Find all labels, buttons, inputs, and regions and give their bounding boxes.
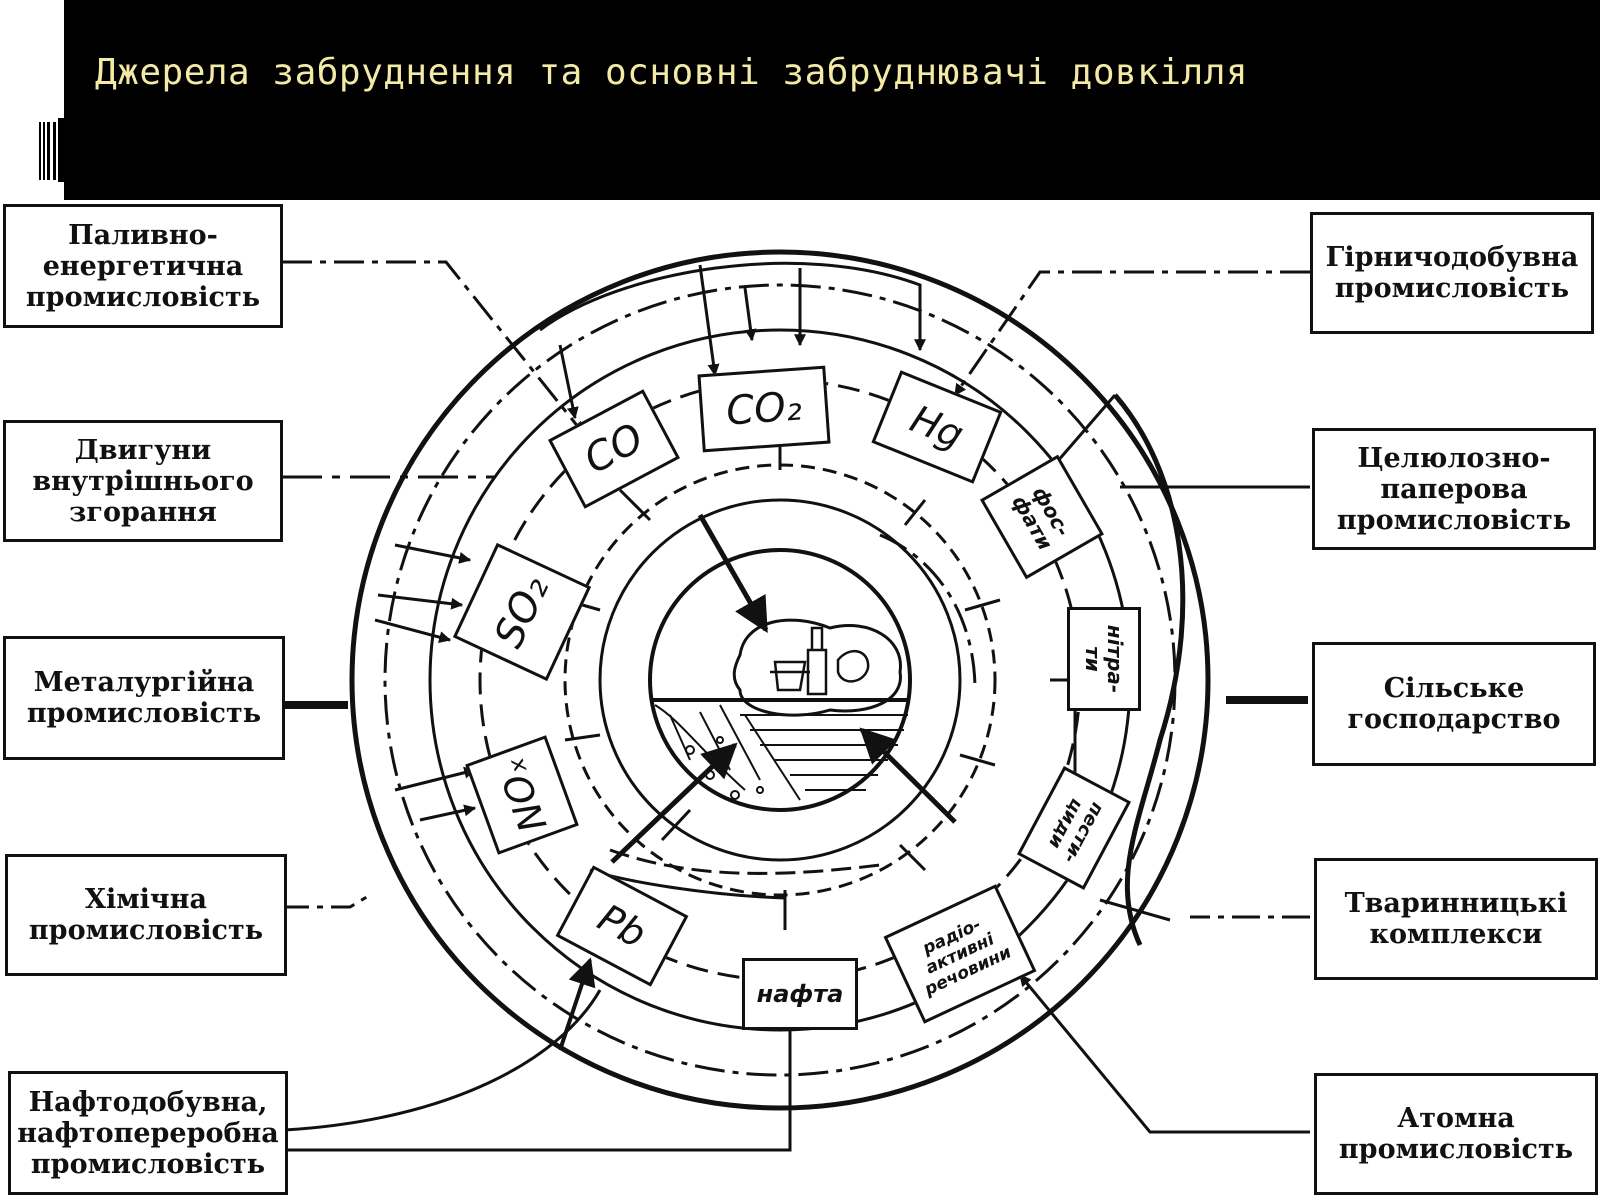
link-fuel-energy [282,260,585,434]
segment-lines [564,440,1001,930]
inner-ring [598,498,962,862]
source-mining: Гірничодобувна промисловість [1310,212,1594,334]
source-ice-engines: Двигуни внутрішнього згорання [3,420,283,542]
source-oil-industry: Нафтодобувна, нафтопереробна промисловіс… [8,1071,288,1195]
source-nuclear: Атомна промисловість [1314,1073,1598,1195]
connector-lines [282,260,1310,1152]
inner-ring-dashed [563,463,997,897]
link-fuel-energy-top [539,261,926,352]
soil-icon [654,704,801,801]
pollutant-co2: CO₂ [697,365,831,453]
slide-title: Джерела забруднення та основні забруднюв… [95,52,1249,93]
source-chemical: Хімічна промисловість [5,854,287,976]
pollutant-oil: нафта [742,958,858,1030]
link-mining [953,270,1310,396]
food-icon [732,618,902,717]
title-decoration-icon [36,118,64,182]
link-nuclear [1018,974,1310,1134]
source-pulp-paper: Целюлозно- паперова промисловість [1312,428,1596,550]
link-oil-production [285,1013,796,1152]
core-arrows [610,513,957,864]
source-livestock: Тваринницькі комплекси [1314,858,1598,980]
source-metallurgy: Металургійна промисловість [3,636,285,760]
outer-ring-thick [349,249,1211,1111]
slide-header [64,0,1600,200]
pollutant-nitrates: нітра- ти [1067,607,1141,711]
link-chemical [285,893,371,909]
core-circle [648,548,912,812]
source-fuel-energy: Паливно- енергетична промисловість [3,204,283,328]
source-agriculture: Сільське господарство [1312,642,1596,766]
